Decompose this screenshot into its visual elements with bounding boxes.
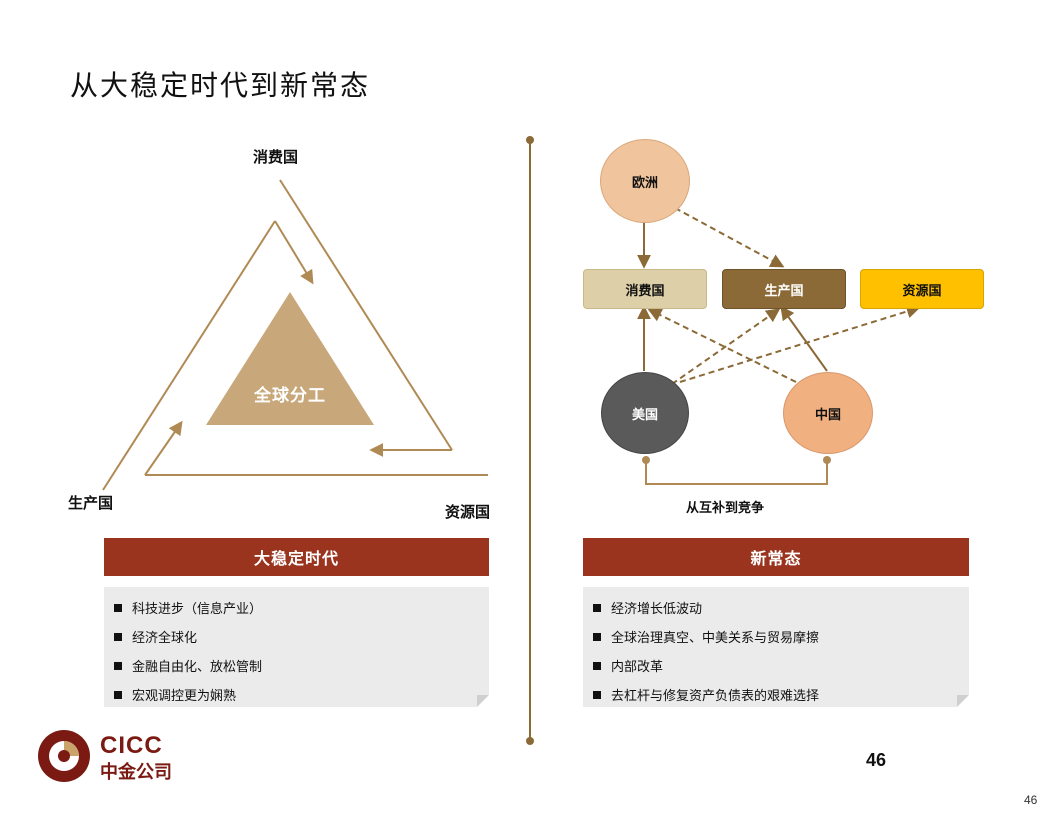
panel-new-normal: 新常态 经济增长低波动 全球治理真空、中美关系与贸易摩擦 内部改革 去杠杆与修复… (583, 538, 969, 707)
panel-header: 新常态 (583, 538, 969, 576)
triangle-cycle (102, 179, 488, 491)
cicc-logo: CICC 中金公司 (36, 728, 196, 784)
caption-complement-to-competition: 从互补到竞争 (686, 501, 765, 516)
logo-text-cn: 中金公司 (100, 762, 172, 783)
list-item: 全球治理真空、中美关系与贸易摩擦 (593, 624, 969, 653)
list-item: 经济全球化 (114, 624, 489, 653)
logo-text-en: CICC (100, 732, 163, 759)
list-item: 科技进步（信息产业） (114, 595, 489, 624)
panel-header: 大稳定时代 (104, 538, 489, 576)
arrow-bottom-to-left (144, 420, 183, 476)
arrow-europe-to-producer (674, 207, 785, 268)
panel-great-moderation: 大稳定时代 科技进步（信息产业） 经济全球化 金融自由化、放松管制 宏观调控更为… (104, 538, 489, 707)
node-china: 中国 (783, 372, 873, 454)
page-fold (957, 695, 969, 707)
label-producer: 生产国 (68, 494, 114, 512)
line-consumer-to-right (279, 179, 453, 451)
list-item: 去杠杆与修复资产负债表的艰难选择 (593, 682, 969, 711)
vertical-divider (526, 136, 534, 745)
bracket-usa-china (645, 460, 828, 485)
page-title: 从大稳定时代到新常态 (70, 69, 371, 102)
box-producer: 生产国 (722, 269, 846, 309)
center-triangle (206, 292, 374, 425)
list-item: 宏观调控更为娴熟 (114, 682, 489, 711)
list-item: 经济增长低波动 (593, 595, 969, 624)
logo-emblem-icon (38, 730, 90, 782)
label-resource: 资源国 (445, 503, 491, 521)
slide-number: 46 (1024, 793, 1038, 807)
box-consumer: 消费国 (583, 269, 707, 309)
list-item: 金融自由化、放松管制 (114, 653, 489, 682)
arrow-usa-to-resource (679, 304, 921, 383)
line-producer-to-top (102, 220, 276, 491)
node-europe: 欧洲 (600, 139, 690, 223)
arrow-usa-to-producer (671, 308, 781, 385)
page-number: 46 (866, 750, 887, 770)
panel-body: 经济增长低波动 全球治理真空、中美关系与贸易摩擦 内部改革 去杠杆与修复资产负债… (583, 587, 969, 707)
arrow-china-to-producer (780, 305, 828, 372)
list-item: 内部改革 (593, 653, 969, 682)
arrow-top-to-consumer (274, 220, 314, 285)
page-fold (477, 695, 489, 707)
panel-body: 科技进步（信息产业） 经济全球化 金融自由化、放松管制 宏观调控更为娴熟 (104, 587, 489, 707)
node-usa: 美国 (601, 372, 689, 454)
right-connectors (637, 207, 921, 485)
arrow-china-to-consumer (647, 308, 797, 383)
box-resource: 资源国 (860, 269, 984, 309)
label-consumer: 消费国 (253, 148, 299, 166)
label-global-division: 全球分工 (254, 386, 326, 406)
